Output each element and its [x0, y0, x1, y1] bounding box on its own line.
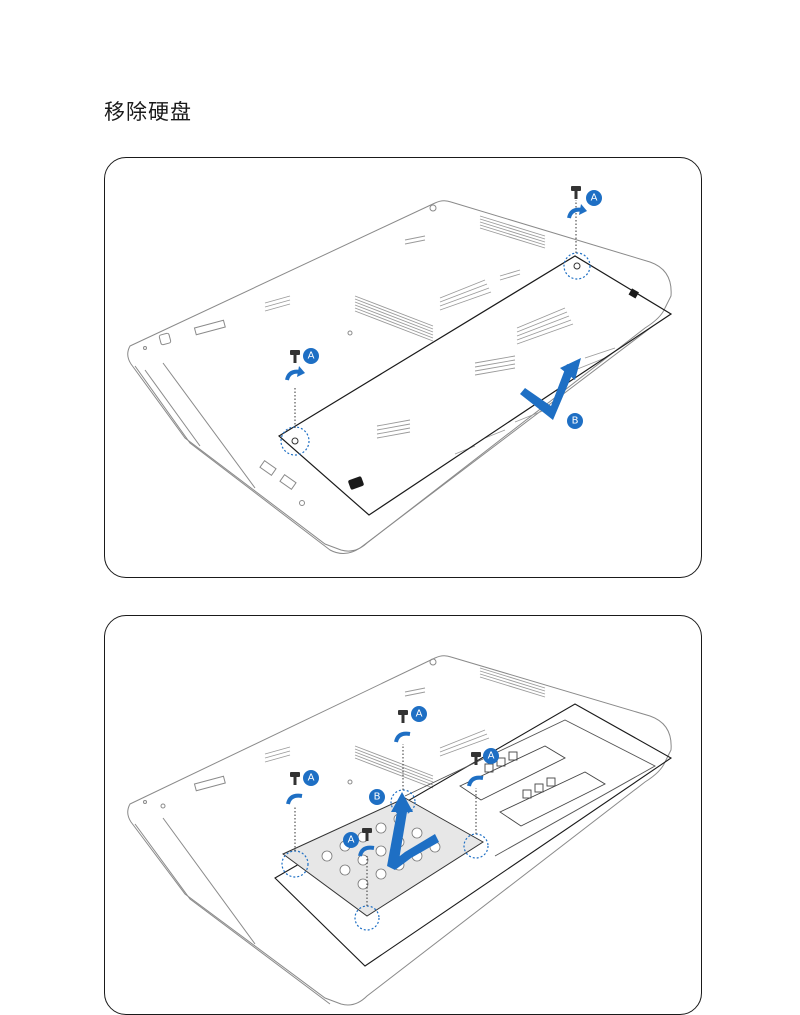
rotate-arrow-icon — [358, 845, 375, 857]
step2-illustration: A A A A B — [127, 655, 673, 1006]
svg-text:A: A — [591, 193, 598, 204]
rotate-arrow-icon — [567, 204, 587, 219]
rotate-arrow-icon — [394, 731, 411, 743]
lift-arrow-icon — [387, 792, 439, 870]
screw-icon — [471, 752, 481, 765]
screw-icon — [571, 186, 581, 199]
marker-a: A — [586, 190, 602, 206]
rotate-arrow-icon — [286, 793, 303, 805]
marker-b: B — [567, 413, 583, 429]
rotate-arrow-icon — [467, 775, 484, 787]
step2-illustration-panel: A A A A B — [104, 615, 702, 1015]
marker-a: A — [303, 770, 319, 786]
laptop-body-outline — [127, 655, 672, 1006]
hdd-tray — [282, 797, 484, 917]
step1-illustration: A A B — [127, 186, 673, 554]
cover-latch — [348, 476, 364, 490]
laptop-body-outline — [127, 200, 672, 552]
laptop-body-edge — [134, 325, 654, 554]
marker-a: A — [343, 832, 359, 848]
svg-text:A: A — [308, 351, 315, 362]
marker-a: A — [483, 748, 499, 764]
svg-text:B: B — [572, 416, 579, 427]
svg-text:A: A — [488, 751, 495, 762]
screw-icon — [290, 350, 300, 363]
step1-illustration-panel: A A B — [104, 157, 702, 578]
svg-text:A: A — [308, 773, 315, 784]
screw-icon — [290, 772, 300, 785]
screw-icon — [362, 828, 372, 841]
marker-a: A — [411, 706, 427, 722]
svg-text:B: B — [374, 792, 381, 803]
screw-icon — [398, 710, 408, 723]
hdd-cover — [277, 255, 673, 516]
rotate-arrow-icon — [285, 366, 305, 381]
marker-a: A — [303, 348, 319, 364]
page-title: 移除硬盘 — [104, 100, 192, 124]
slide-arrow-icon — [520, 358, 581, 420]
svg-text:A: A — [348, 835, 355, 846]
marker-b: B — [369, 789, 385, 805]
svg-text:A: A — [416, 709, 423, 720]
